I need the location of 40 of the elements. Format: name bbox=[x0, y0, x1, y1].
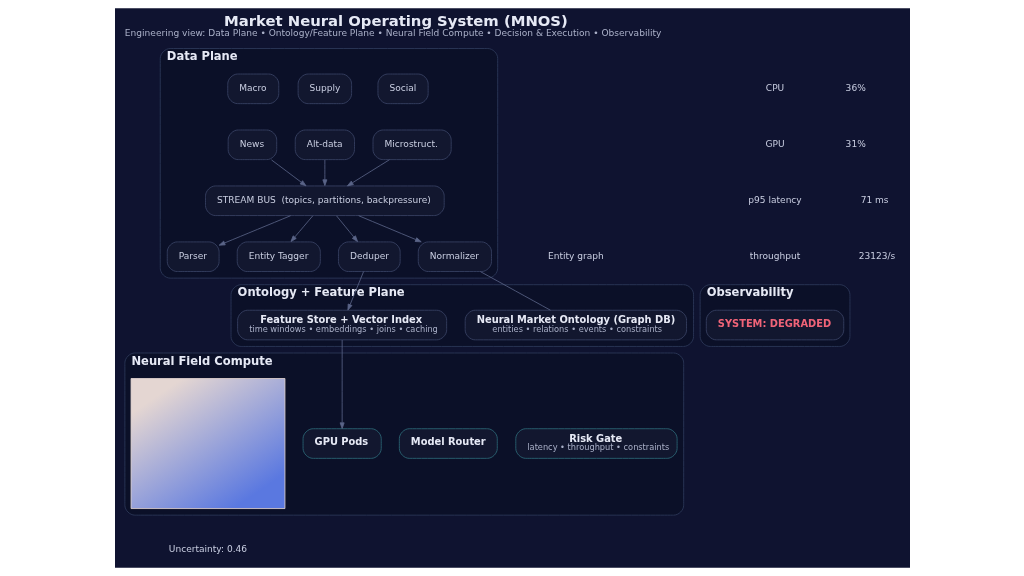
label: 31% bbox=[845, 139, 866, 150]
label: Entity graph bbox=[547, 251, 604, 262]
label: 36% bbox=[845, 83, 866, 94]
arrow bbox=[346, 159, 390, 187]
label: 71 ms bbox=[860, 195, 889, 206]
arrow bbox=[357, 215, 422, 243]
node-box: Alt-data bbox=[294, 129, 355, 160]
node-box: Microstruct. bbox=[372, 129, 452, 160]
node-box: News bbox=[227, 129, 277, 160]
label: GPU bbox=[764, 139, 785, 150]
node-box: Normalizer bbox=[417, 241, 492, 272]
node-box: GPU Pods bbox=[302, 428, 382, 459]
arrow bbox=[339, 339, 345, 429]
node-box: Social bbox=[377, 73, 429, 105]
label: p95 latency bbox=[747, 195, 802, 206]
label: throughput bbox=[749, 251, 800, 262]
node-box: Deduper bbox=[337, 241, 401, 272]
arrow bbox=[321, 159, 327, 186]
arrow bbox=[290, 215, 313, 242]
label: Uncertainty: 0.46 bbox=[168, 544, 247, 555]
node-box: Neural Market Ontology (Graph DB) entities • relations • events • constraints bbox=[464, 309, 687, 341]
arrow bbox=[218, 215, 291, 246]
label: 23123/s bbox=[858, 251, 895, 262]
label: CPU bbox=[765, 83, 784, 94]
node-box: Supply bbox=[297, 73, 352, 105]
node-box: Parser bbox=[166, 241, 219, 272]
connector bbox=[479, 271, 551, 311]
diagram-title: Market Neural Operating System (MNOS) bbox=[223, 11, 568, 29]
node-box: Macro bbox=[226, 73, 279, 105]
arrow bbox=[347, 271, 364, 311]
node-picture bbox=[130, 378, 285, 509]
node-box: Risk Gate latency • throughput • constraints bbox=[514, 428, 677, 459]
node-box: Feature Store + Vector Index time windows • embeddings • joins • caching bbox=[236, 309, 447, 341]
node-box: Entity Tagger bbox=[236, 241, 321, 272]
caption: Engineering view: Data Plane • Ontology/Feature Plane • Neural Field Compute • Decision & Execution • Observability bbox=[124, 28, 661, 38]
node-box: SYSTEM: DEGRADED bbox=[705, 309, 844, 341]
arrow bbox=[335, 215, 358, 242]
node-box: STREAM BUS (topics, partitions, backpressure) bbox=[204, 185, 445, 216]
node-box: Model Router bbox=[398, 428, 498, 459]
arrow bbox=[270, 159, 306, 187]
